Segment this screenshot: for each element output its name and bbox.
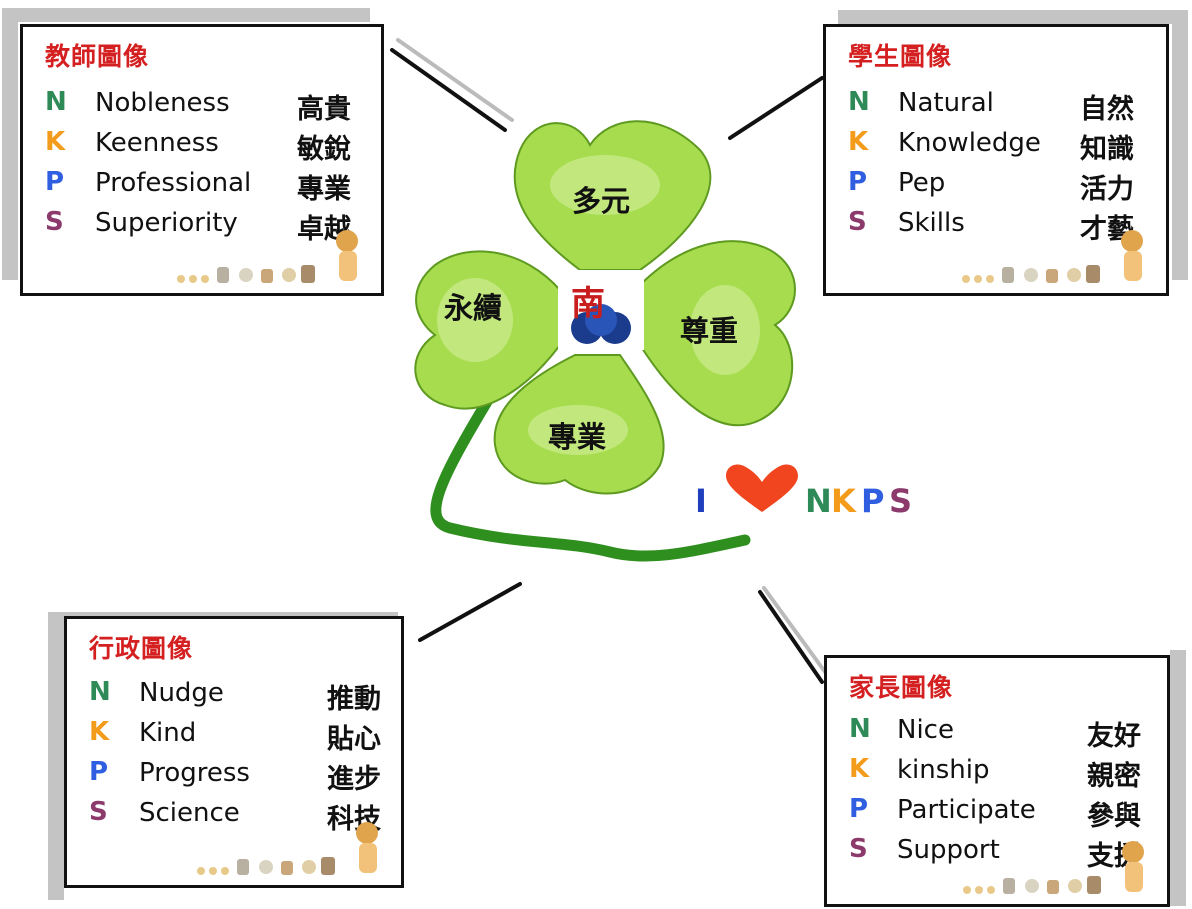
row-letter: K [45, 127, 66, 157]
row-english-word: Pep [898, 168, 946, 198]
row-chinese-word: 知識 [1080, 134, 1134, 165]
row-english-word: Progress [139, 758, 250, 788]
petal-label-top: 多元 [572, 184, 631, 218]
row-english-word: Superiority [95, 208, 238, 238]
row-letter: N [89, 677, 111, 707]
card-row-n: N Natural 自然 [848, 87, 1168, 125]
card-shadow-student-side [1172, 10, 1188, 280]
row-letter: N [849, 714, 871, 744]
clover-stem [430, 394, 751, 562]
row-english-word: Nudge [139, 678, 224, 708]
connector-teacher [390, 48, 507, 132]
petal-label-right: 尊重 [680, 314, 739, 348]
card-row-p: P Progress 進步 [89, 757, 409, 795]
row-english-word: Nobleness [95, 88, 230, 118]
card-row-n: N Nice 友好 [849, 714, 1169, 752]
row-chinese-word: 參與 [1087, 801, 1141, 832]
row-english-word: Professional [95, 168, 252, 198]
card-row-p: P Participate 參與 [849, 794, 1169, 832]
row-chinese-word: 敏銳 [297, 134, 351, 165]
row-english-word: Kind [139, 718, 197, 748]
card-row-k: K Keenness 敏銳 [45, 127, 365, 165]
card-title: 學生圖像 [848, 42, 953, 71]
card-row-p: P Professional 專業 [45, 167, 365, 205]
school-logo: 南 [555, 270, 647, 350]
petal-label-bottom: 專業 [548, 420, 607, 454]
row-letter: P [45, 167, 65, 197]
row-english-word: Keenness [95, 128, 219, 158]
card-teacher: 教師圖像 N Nobleness 高貴 K Keenness 敏銳 P Professiona… [20, 24, 384, 296]
row-letter: P [89, 757, 109, 787]
row-english-word: Participate [897, 795, 1036, 825]
row-chinese-word: 活力 [1080, 174, 1134, 205]
card-shadow-teacher-top [2, 8, 370, 22]
card-title: 家長圖像 [849, 673, 954, 702]
row-english-word: Skills [898, 208, 965, 238]
card-title: 行政圖像 [89, 634, 194, 663]
card-shadow-teacher [2, 18, 18, 280]
card-shadow-admin [48, 622, 64, 900]
card-row-p: P Pep 活力 [848, 167, 1168, 205]
i-love-nkps-motto: I N K P S [695, 478, 935, 528]
row-letter: K [848, 127, 869, 157]
motto-i: I [695, 482, 707, 520]
row-letter: N [45, 87, 67, 117]
petal-label-left: 永續 [444, 291, 503, 325]
row-chinese-word: 友好 [1087, 721, 1141, 752]
card-shadow-student [838, 10, 1178, 24]
row-letter: S [45, 207, 64, 237]
connector-admin [418, 582, 522, 642]
row-chinese-word: 自然 [1080, 94, 1134, 125]
card-row-n: N Nudge 推動 [89, 677, 409, 715]
connector-lines [390, 48, 824, 684]
row-english-word: Knowledge [898, 128, 1041, 158]
row-chinese-word: 貼心 [327, 724, 381, 755]
row-english-word: Nice [897, 715, 954, 745]
row-letter: K [89, 717, 110, 747]
row-chinese-word: 高貴 [297, 94, 351, 125]
row-english-word: kinship [897, 755, 990, 785]
row-chinese-word: 親密 [1087, 761, 1141, 792]
motto-letter-s: S [889, 482, 913, 520]
row-letter: S [848, 207, 867, 237]
row-english-word: Support [897, 835, 1000, 865]
card-row-k: K Kind 貼心 [89, 717, 409, 755]
row-letter: P [849, 794, 869, 824]
row-letter: S [89, 797, 108, 827]
row-english-word: Science [139, 798, 240, 828]
row-letter: N [848, 87, 870, 117]
card-row-k: K Knowledge 知識 [848, 127, 1168, 165]
row-chinese-word: 專業 [297, 174, 351, 205]
logo-character: 南 [571, 284, 605, 324]
connector-shadows [396, 38, 830, 678]
row-english-word: Natural [898, 88, 994, 118]
motto-letter-k: K [831, 482, 856, 520]
row-chinese-word: 推動 [327, 684, 381, 715]
row-letter: S [849, 834, 868, 864]
decorative-figures-icon [177, 230, 358, 283]
card-row-n: N Nobleness 高貴 [45, 87, 365, 125]
row-chinese-word: 進步 [327, 764, 381, 795]
motto-letter-p: P [861, 482, 885, 520]
heart-icon [726, 464, 798, 512]
connector-parent [758, 590, 824, 684]
decorative-figures-icon [963, 841, 1144, 894]
card-shadow-parent [1170, 650, 1186, 906]
motto-letter-n: N [805, 482, 832, 520]
row-letter: K [849, 754, 870, 784]
connector-student [728, 76, 824, 140]
card-student: 學生圖像 N Natural 自然 K Knowledge 知識 P Pep 活力 S Skills… [823, 24, 1169, 296]
decorative-figures-icon [197, 822, 378, 875]
card-title: 教師圖像 [45, 42, 150, 71]
decorative-figures-icon [962, 230, 1143, 283]
row-letter: P [848, 167, 868, 197]
